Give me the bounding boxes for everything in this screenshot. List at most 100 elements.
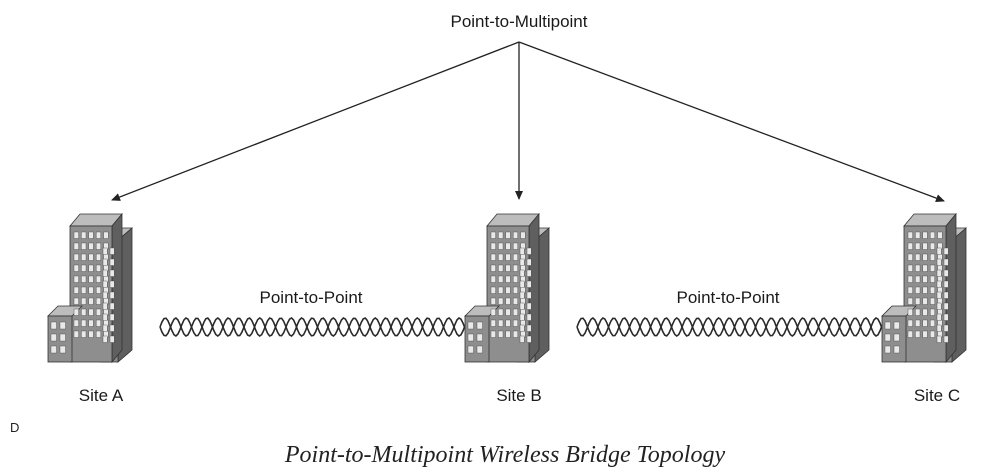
window	[922, 308, 928, 316]
window	[490, 242, 496, 250]
figure-caption: Point-to-Multipoint Wireless Bridge Topo…	[284, 442, 726, 468]
window	[526, 302, 532, 310]
window	[915, 308, 921, 316]
window	[930, 330, 936, 338]
window	[88, 253, 94, 261]
window	[96, 297, 102, 305]
window	[505, 286, 511, 294]
window	[102, 313, 108, 321]
window	[943, 280, 949, 288]
window	[922, 253, 928, 261]
window	[893, 345, 900, 354]
window	[930, 319, 936, 327]
window	[102, 280, 108, 288]
window	[907, 253, 913, 261]
window	[915, 253, 921, 261]
window	[102, 291, 108, 299]
window	[930, 264, 936, 272]
window	[81, 275, 87, 283]
window	[936, 280, 942, 288]
window	[907, 297, 913, 305]
window	[943, 324, 949, 332]
window	[109, 313, 115, 321]
window	[526, 269, 532, 277]
window	[505, 264, 511, 272]
window	[490, 297, 496, 305]
window	[513, 286, 519, 294]
window	[81, 264, 87, 272]
window	[505, 319, 511, 327]
window	[498, 319, 504, 327]
window	[907, 319, 913, 327]
window	[922, 286, 928, 294]
window	[476, 321, 483, 330]
site-label-a: Site A	[79, 386, 124, 405]
building-icon-site-b	[464, 212, 551, 364]
window	[73, 275, 79, 283]
window	[922, 319, 928, 327]
window	[490, 231, 496, 239]
window	[73, 330, 79, 338]
window	[915, 264, 921, 272]
window	[109, 291, 115, 299]
window	[73, 253, 79, 261]
window	[930, 297, 936, 305]
window	[109, 302, 115, 310]
window	[943, 291, 949, 299]
window	[930, 242, 936, 250]
window	[73, 297, 79, 305]
window	[96, 242, 102, 250]
window	[513, 297, 519, 305]
window	[943, 313, 949, 321]
window	[498, 242, 504, 250]
window	[505, 308, 511, 316]
window	[930, 231, 936, 239]
window	[102, 269, 108, 277]
link-label-a-b: Point-to-Point	[260, 288, 363, 307]
link-a-b-strand-2	[159, 316, 466, 338]
window	[490, 308, 496, 316]
window	[915, 297, 921, 305]
window	[81, 242, 87, 250]
window	[893, 333, 900, 342]
window	[490, 319, 496, 327]
window	[893, 321, 900, 330]
window	[922, 264, 928, 272]
window	[102, 258, 108, 266]
window	[936, 291, 942, 299]
window	[519, 269, 525, 277]
window	[943, 258, 949, 266]
window	[476, 333, 483, 342]
multipoint-arrows	[111, 41, 945, 202]
window	[936, 313, 942, 321]
window	[81, 253, 87, 261]
window	[102, 302, 108, 310]
window	[907, 231, 913, 239]
link-label-b-c: Point-to-Point	[677, 288, 780, 307]
window	[73, 308, 79, 316]
window	[467, 345, 474, 354]
window	[884, 333, 891, 342]
window	[88, 330, 94, 338]
window	[498, 297, 504, 305]
window	[498, 264, 504, 272]
window	[50, 345, 57, 354]
window	[498, 253, 504, 261]
window	[519, 324, 525, 332]
window	[88, 308, 94, 316]
link-a-b-strand-1	[159, 316, 466, 338]
window	[519, 247, 525, 255]
window	[526, 247, 532, 255]
window	[96, 308, 102, 316]
window	[943, 302, 949, 310]
window	[73, 319, 79, 327]
window	[943, 269, 949, 277]
window	[943, 247, 949, 255]
window	[513, 319, 519, 327]
window	[109, 335, 115, 343]
window	[930, 308, 936, 316]
window	[96, 275, 102, 283]
window	[59, 321, 66, 330]
window	[73, 231, 79, 239]
